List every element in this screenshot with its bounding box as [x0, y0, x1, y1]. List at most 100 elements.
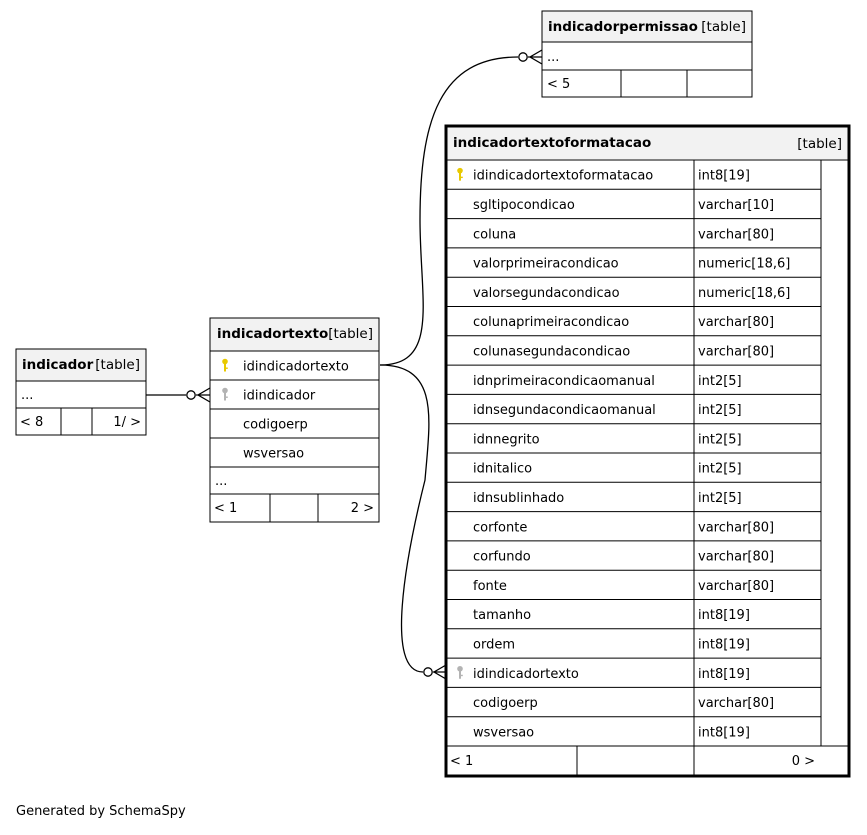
column-name: idindicadortextoformatacao	[473, 169, 653, 184]
foreign-key-icon	[457, 665, 463, 679]
column-type: varchar[80]	[698, 696, 774, 711]
more-columns-ellipsis: ...	[547, 50, 559, 65]
column-row[interactable]: colunasegundacondicao varchar[80]	[473, 344, 774, 359]
column-type: varchar[80]	[698, 344, 774, 359]
more-columns-ellipsis: ...	[21, 388, 33, 403]
table-name: indicadorpermissao	[548, 19, 698, 35]
column-row[interactable]: idindicadortexto	[222, 358, 349, 375]
column-row[interactable]: idindicadortexto int8[19]	[457, 665, 750, 682]
column-name: idnsegundacondicaomanual	[473, 403, 656, 418]
table-header	[542, 11, 752, 43]
column-type: int8[19]	[698, 608, 750, 623]
column-row[interactable]: colunaprimeiracondicao varchar[80]	[473, 315, 774, 330]
relationship-indicadortexto-to-indicadortextoformatacao	[379, 364, 447, 680]
table-header	[16, 349, 146, 381]
column-name: ordem	[473, 637, 515, 652]
column-name: idindicadortexto	[243, 360, 349, 375]
column-name: colunaprimeiracondicao	[473, 315, 629, 330]
foreign-key-icon	[222, 387, 228, 401]
column-type: int8[19]	[698, 637, 750, 652]
table-type-label: [table]	[797, 136, 842, 152]
column-row[interactable]: valorsegundacondicao numeric[18,6]	[473, 286, 790, 301]
table-indicador[interactable]: indicador [table] ... < 8 1/ >	[15, 348, 147, 436]
column-type: int2[5]	[698, 491, 742, 506]
column-row[interactable]: coluna varchar[80]	[473, 227, 774, 242]
column-name: wsversao	[473, 725, 534, 740]
column-name: sgltipocondicao	[473, 198, 575, 213]
column-row[interactable]: tamanho int8[19]	[473, 608, 750, 623]
column-name: fonte	[473, 579, 507, 594]
generated-by-footer: Generated by SchemaSpy	[16, 804, 186, 819]
column-name: wsversao	[243, 447, 304, 462]
column-type: int8[19]	[698, 667, 750, 682]
more-columns-ellipsis: ...	[215, 474, 227, 489]
column-type: int2[5]	[698, 462, 742, 477]
column-row[interactable]: idnitalico int2[5]	[473, 462, 742, 477]
nav-children-count: 1/ >	[113, 415, 141, 430]
table-header	[447, 127, 848, 159]
column-type: varchar[10]	[698, 198, 774, 213]
table-type-label: [table]	[95, 357, 140, 373]
column-row[interactable]: ordem int8[19]	[473, 637, 750, 652]
column-name: codigoerp	[243, 418, 308, 433]
column-type: int2[5]	[698, 374, 742, 389]
column-row[interactable]: idindicador	[222, 387, 316, 404]
column-name: coluna	[473, 227, 516, 242]
column-name: colunasegundacondicao	[473, 344, 630, 359]
column-name: idindicadortexto	[473, 667, 579, 682]
nav-parents-count: < 1	[214, 501, 237, 516]
nav-parents-count: < 5	[547, 77, 570, 92]
column-type: int2[5]	[698, 403, 742, 418]
column-row[interactable]: idnprimeiracondicaomanual int2[5]	[473, 374, 742, 389]
column-name: idnprimeiracondicaomanual	[473, 374, 655, 389]
column-type: numeric[18,6]	[698, 257, 790, 272]
column-row[interactable]: fonte varchar[80]	[473, 579, 774, 594]
column-row[interactable]: wsversao int8[19]	[473, 725, 750, 740]
table-indicadortextoformatacao[interactable]: indicadortextoformatacao [table] idindic…	[444, 124, 851, 778]
column-type: varchar[80]	[698, 315, 774, 330]
column-name: valorsegundacondicao	[473, 286, 620, 301]
column-name: valorprimeiracondicao	[473, 257, 619, 272]
column-type: varchar[80]	[698, 520, 774, 535]
column-row[interactable]: sgltipocondicao varchar[10]	[473, 198, 774, 213]
column-type: int8[19]	[698, 725, 750, 740]
relationship-indicadortexto-to-indicadorpermissao	[379, 49, 543, 366]
nav-children-count: 0 >	[792, 754, 815, 769]
table-name: indicadortexto	[217, 326, 328, 342]
column-type: int8[19]	[698, 169, 750, 184]
column-row[interactable]: valorprimeiracondicao numeric[18,6]	[473, 257, 790, 272]
column-name: idnitalico	[473, 462, 532, 477]
column-row[interactable]: corfundo varchar[80]	[473, 550, 774, 565]
column-name: codigoerp	[473, 696, 538, 711]
column-row[interactable]: idnsublinhado int2[5]	[473, 491, 742, 506]
table-indicadortexto[interactable]: indicadortexto [table] idindicadortextoi…	[209, 317, 380, 523]
column-name: tamanho	[473, 608, 531, 623]
column-row[interactable]: codigoerp varchar[80]	[473, 696, 774, 711]
relationship-indicador-to-indicadortexto	[146, 387, 211, 403]
column-type: varchar[80]	[698, 227, 774, 242]
column-type: int2[5]	[698, 432, 742, 447]
column-row[interactable]: wsversao	[243, 447, 304, 462]
column-name: idnnegrito	[473, 432, 540, 447]
table-name: indicador	[22, 357, 94, 373]
column-name: idnsublinhado	[473, 491, 564, 506]
column-type: varchar[80]	[698, 550, 774, 565]
column-row[interactable]: idnsegundacondicaomanual int2[5]	[473, 403, 742, 418]
column-row[interactable]: idindicadortextoformatacao int8[19]	[457, 167, 750, 184]
column-row[interactable]: codigoerp	[243, 418, 308, 433]
table-indicadorpermissao[interactable]: indicadorpermissao [table] ... < 5	[541, 10, 753, 98]
column-name: idindicador	[243, 389, 316, 404]
primary-key-icon	[457, 167, 463, 181]
nav-parents-count: < 8	[20, 415, 43, 430]
primary-key-icon	[222, 358, 228, 372]
column-name: corfundo	[473, 550, 531, 565]
column-type: numeric[18,6]	[698, 286, 790, 301]
column-row[interactable]: idnnegrito int2[5]	[473, 432, 742, 447]
column-type: varchar[80]	[698, 579, 774, 594]
table-name: indicadortextoformatacao	[453, 135, 651, 151]
table-header	[210, 318, 379, 351]
table-type-label: [table]	[701, 19, 746, 35]
nav-parents-count: < 1	[450, 754, 473, 769]
